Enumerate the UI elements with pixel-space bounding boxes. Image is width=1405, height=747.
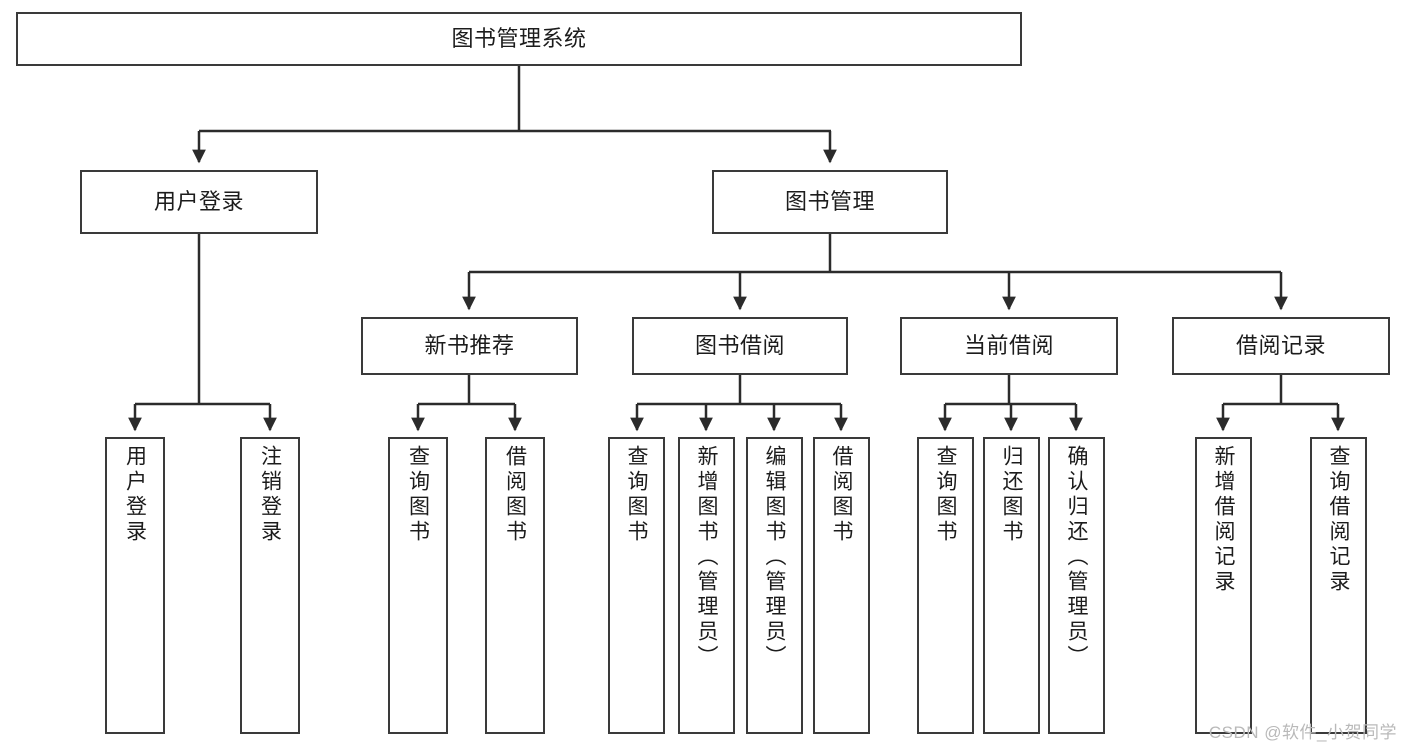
node-leaf-bb-query-book-label: 查询图书 [625,445,648,545]
node-leaf-cb-return-book[interactable]: 归还图书 [983,437,1040,734]
node-current-borrow[interactable]: 当前借阅 [900,317,1118,375]
node-leaf-bb-edit-book[interactable]: 编辑图书（管理员） [746,437,803,734]
node-leaf-bb-edit-book-label: 编辑图书（管理员） [763,445,786,670]
node-leaf-br-query-record-label: 查询借阅记录 [1327,445,1350,595]
node-leaf-cb-query-book-label: 查询图书 [934,445,957,545]
node-borrow-record[interactable]: 借阅记录 [1172,317,1390,375]
node-leaf-br-query-record[interactable]: 查询借阅记录 [1310,437,1367,734]
node-leaf-bb-borrow-book[interactable]: 借阅图书 [813,437,870,734]
node-leaf-bb-add-book-label: 新增图书（管理员） [695,445,718,670]
node-leaf-cb-return-book-label: 归还图书 [1000,445,1023,545]
node-new-book-rec-label: 新书推荐 [424,333,515,359]
node-leaf-br-add-record[interactable]: 新增借阅记录 [1195,437,1252,734]
node-leaf-rec-query-book-label: 查询图书 [406,445,430,545]
node-book-borrow[interactable]: 图书借阅 [632,317,848,375]
csdn-watermark: CSDN @软件_小贺同学 [1208,723,1397,742]
node-leaf-cb-confirm-return[interactable]: 确认归还（管理员） [1048,437,1105,734]
node-leaf-user-logout-label: 注销登录 [258,445,282,545]
node-leaf-rec-borrow-book-label: 借阅图书 [503,445,527,545]
node-leaf-bb-add-book[interactable]: 新增图书（管理员） [678,437,735,734]
node-leaf-rec-borrow-book[interactable]: 借阅图书 [485,437,545,734]
node-book-manage[interactable]: 图书管理 [712,170,948,234]
node-leaf-bb-query-book[interactable]: 查询图书 [608,437,665,734]
node-leaf-user-login[interactable]: 用户登录 [105,437,165,734]
node-leaf-bb-borrow-book-label: 借阅图书 [830,445,853,545]
node-root[interactable]: 图书管理系统 [16,12,1022,66]
node-borrow-record-label: 借阅记录 [1235,333,1326,359]
node-current-borrow-label: 当前借阅 [963,333,1054,359]
node-leaf-rec-query-book[interactable]: 查询图书 [388,437,448,734]
node-book-manage-label: 图书管理 [784,189,875,215]
node-leaf-cb-confirm-return-label: 确认归还（管理员） [1065,445,1088,670]
node-new-book-rec[interactable]: 新书推荐 [361,317,578,375]
node-user-login-label: 用户登录 [153,189,244,215]
node-leaf-cb-query-book[interactable]: 查询图书 [917,437,974,734]
node-leaf-user-login-label: 用户登录 [123,445,147,545]
node-leaf-user-logout[interactable]: 注销登录 [240,437,300,734]
node-book-borrow-label: 图书借阅 [694,333,785,359]
node-root-label: 图书管理系统 [451,26,587,52]
node-user-login[interactable]: 用户登录 [80,170,318,234]
node-leaf-br-add-record-label: 新增借阅记录 [1212,445,1235,595]
